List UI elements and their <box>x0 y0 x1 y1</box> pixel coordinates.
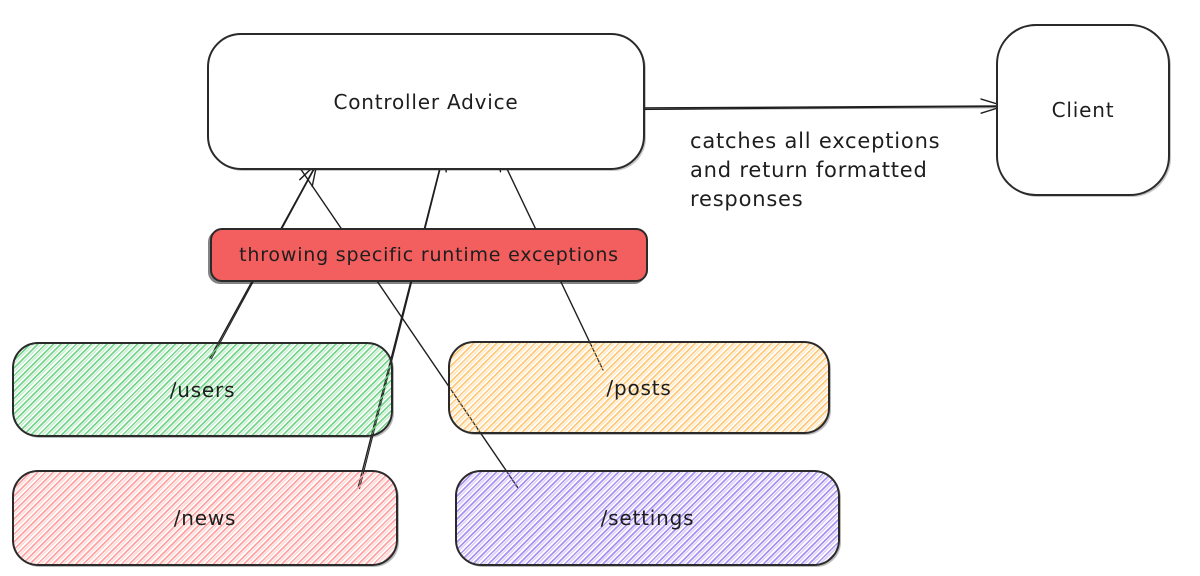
edge-annotation-line2: and return formatted <box>690 158 928 182</box>
node-client-label: Client <box>1051 98 1115 122</box>
node-news-label: /news <box>173 506 237 530</box>
edge-news-controller <box>357 147 447 489</box>
edge-annotation: catches all exceptions and return format… <box>690 127 980 214</box>
edge-controller-client <box>623 98 1006 114</box>
node-settings: /settings <box>455 470 840 566</box>
node-posts-label: /posts <box>606 375 672 400</box>
node-controller-advice-label: Controller Advice <box>333 89 519 114</box>
edge-annotation-line3: responses <box>690 187 804 211</box>
node-users-label: /users <box>169 377 236 402</box>
node-users: /users <box>12 342 393 437</box>
node-posts: /posts <box>448 341 830 434</box>
edge-annotation-line1: catches all exceptions <box>690 129 941 153</box>
node-exception-bar: throwing specific runtime exceptions <box>210 228 648 282</box>
node-client: Client <box>996 24 1170 196</box>
node-controller-advice: Controller Advice <box>207 33 645 170</box>
node-settings-label: /settings <box>600 506 695 530</box>
node-news: /news <box>12 470 398 566</box>
node-exception-bar-label: throwing specific runtime exceptions <box>239 244 619 266</box>
